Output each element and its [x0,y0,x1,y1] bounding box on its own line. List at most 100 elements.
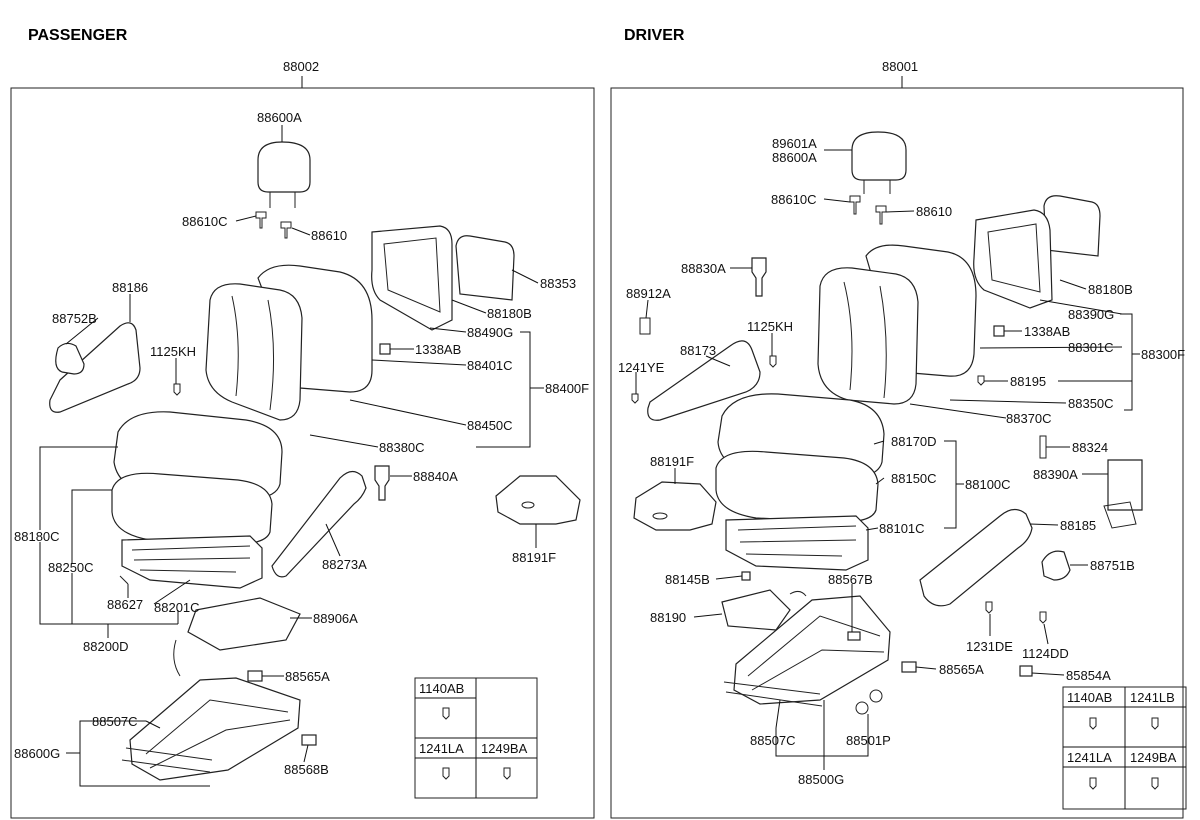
label-88350c: 88350C [1068,396,1114,411]
label-88610: 88610 [311,228,347,243]
label-88173: 88173 [680,343,716,358]
label-88568b: 88568B [284,762,329,777]
passenger-side-trim [271,470,367,578]
passenger-seatback-cushions [205,264,373,421]
label-85854a: 85854A [1066,668,1111,683]
label-88201c: 88201C [154,600,200,615]
driver-headrest-guides [849,195,887,225]
driver-fastener-table [1062,686,1187,810]
label-88200d: 88200D [83,639,129,654]
label-88190: 88190 [650,610,686,625]
passenger-mat [173,597,301,677]
driver-side-cover-rh [639,317,761,421]
label-88450c: 88450C [467,418,513,433]
label-88600g: 88600G [14,746,60,761]
passenger-belt-buckle [374,465,390,501]
driver-mat [721,589,807,631]
label-88180b: 88180B [487,306,532,321]
label-88400f: 88400F [545,381,589,396]
driver-side-trim [919,508,1033,607]
label-d-88610: 88610 [916,204,952,219]
label-88250c: 88250C [48,560,94,575]
label-88390g: 88390G [1068,307,1114,322]
passenger-headrest-guides [255,211,292,239]
label-88101c: 88101C [879,521,925,536]
passenger-side-cover-lh [49,322,141,413]
label-88565a: 88565A [285,669,330,684]
label-88301c: 88301C [1068,340,1114,355]
label-1125kh: 1125KH [150,344,196,359]
driver-small-parts [631,325,1047,715]
label-1241ye: 1241YE [618,360,665,375]
label-88567b: 88567B [828,572,873,587]
passenger-assembly-number: 88002 [283,59,319,74]
label-89601a: 89601A [772,136,817,151]
driver-assembly-number: 88001 [882,59,918,74]
driver-labels: 89601A 88600A 88610C 88610 88830A 88912A… [618,136,1185,787]
passenger-seatback-frame [371,225,453,331]
label-88300f: 88300F [1141,347,1185,362]
passenger-back-panel [455,235,515,301]
label-88507c: 88507C [92,714,138,729]
label-d-88610c: 88610C [771,192,817,207]
driver-lumbar [1039,435,1143,529]
passenger-frame [10,87,595,819]
label-88752b: 88752B [52,311,97,326]
label-88501p: 88501P [846,733,891,748]
label-88170d: 88170D [891,434,937,449]
label-1338ab: 1338AB [415,342,461,357]
label-88912a: 88912A [626,286,671,301]
passenger-fastener-1249ba: 1249BA [481,741,528,756]
label-88610c: 88610C [182,214,228,229]
driver-seat-pad [633,481,717,531]
driver-frame [610,87,1184,819]
label-88906a: 88906A [313,611,358,626]
passenger-header: PASSENGER [28,27,128,44]
label-88380c: 88380C [379,440,425,455]
passenger-labels: 88600A 88610C 88610 88353 88180B 88490G … [14,110,589,777]
driver-fastener-1241la: 1241LA [1067,750,1112,765]
passenger-fastener-1140ab: 1140AB [419,681,464,696]
passenger-seat-track [121,677,301,781]
label-1124dd: 1124DD [1022,646,1069,661]
label-88500g: 88500G [798,772,844,787]
driver-headrest [851,131,907,194]
passenger-small-parts [119,343,391,746]
driver-seatback-cushions [817,244,977,405]
passenger-seat-cushions [111,411,283,589]
label-d-88600a: 88600A [772,150,817,165]
label-88490g: 88490G [467,325,513,340]
driver-seat-track [723,595,891,707]
label-88150c: 88150C [891,471,937,486]
label-88100c: 88100C [965,477,1011,492]
label-88370c: 88370C [1006,411,1052,426]
label-88840a: 88840A [413,469,458,484]
driver-seatback-frame [973,209,1053,309]
driver-leaders [635,149,1140,770]
label-88273a: 88273A [322,557,367,572]
driver-fastener-1241lb: 1241LB [1130,690,1175,705]
label-d-1125kh: 1125KH [747,319,793,334]
label-1231de: 1231DE [966,639,1013,654]
passenger-fastener-table [414,677,538,799]
driver-seat-cushions [715,393,885,571]
label-d-88565a: 88565A [939,662,984,677]
label-d-88507c: 88507C [750,733,796,748]
label-88180c: 88180C [14,529,60,544]
label-88353: 88353 [540,276,576,291]
label-d-1338ab: 1338AB [1024,324,1070,339]
label-d-88180b: 88180B [1088,282,1133,297]
driver-back-panel [1043,195,1101,257]
driver-fastener-1140ab: 1140AB [1067,690,1112,705]
label-88186: 88186 [112,280,148,295]
label-88600a: 88600A [257,110,302,125]
label-88830a: 88830A [681,261,726,276]
label-88145b: 88145B [665,572,710,587]
driver-fastener-1249ba: 1249BA [1130,750,1177,765]
label-88751b: 88751B [1090,558,1135,573]
label-88195: 88195 [1010,374,1046,389]
label-88627: 88627 [107,597,143,612]
passenger-leaders [39,125,544,787]
label-88390a: 88390A [1033,467,1078,482]
